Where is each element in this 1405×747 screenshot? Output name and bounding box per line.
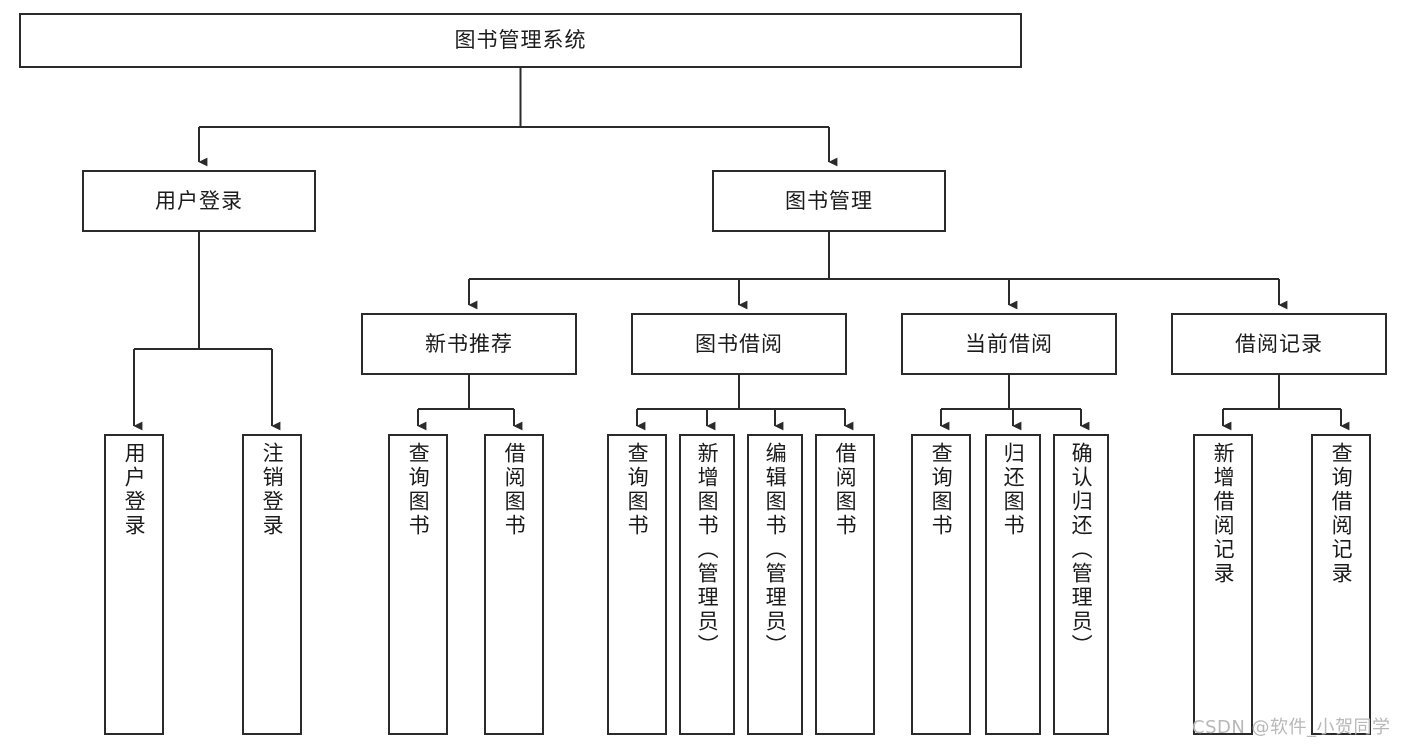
node-label: 新书推荐 xyxy=(425,331,513,356)
csdn-watermark: CSDN @软件_小贺同学 xyxy=(1192,717,1391,738)
node-borrow[interactable]: 图书借阅 xyxy=(631,313,847,375)
node-label: 借阅图书 xyxy=(502,442,527,538)
node-label: 新增借阅记录 xyxy=(1211,442,1236,586)
node-f-logout[interactable]: 注销登录 xyxy=(242,434,302,735)
node-login[interactable]: 用户登录 xyxy=(82,170,316,232)
node-label: 查询图书 xyxy=(929,442,954,538)
node-label: 新增图书（管理员） xyxy=(695,442,720,658)
node-f-bw-add[interactable]: 新增图书（管理员） xyxy=(679,434,735,735)
node-f-rc-add[interactable]: 新增借阅记录 xyxy=(1193,434,1253,735)
node-label: 图书管理系统 xyxy=(454,28,587,53)
node-label: 编辑图书（管理员） xyxy=(763,442,788,658)
node-f-nb-query[interactable]: 查询图书 xyxy=(388,434,448,735)
node-label: 确认归还（管理员） xyxy=(1069,442,1094,658)
node-label: 图书管理 xyxy=(785,188,873,213)
node-f-bw-query[interactable]: 查询图书 xyxy=(607,434,667,735)
node-f-cu-confirm[interactable]: 确认归还（管理员） xyxy=(1053,434,1109,735)
node-f-cu-query[interactable]: 查询图书 xyxy=(911,434,971,735)
node-label: 当前借阅 xyxy=(965,331,1053,356)
node-label: 图书借阅 xyxy=(695,331,783,356)
node-label: 用户登录 xyxy=(122,442,147,538)
node-label: 查询图书 xyxy=(625,442,650,538)
node-f-rc-query[interactable]: 查询借阅记录 xyxy=(1311,434,1371,735)
node-f-nb-borrow[interactable]: 借阅图书 xyxy=(484,434,544,735)
node-records[interactable]: 借阅记录 xyxy=(1171,313,1387,375)
node-label: 用户登录 xyxy=(155,188,243,213)
node-label: 查询借阅记录 xyxy=(1329,442,1354,586)
node-f-bw-edit[interactable]: 编辑图书（管理员） xyxy=(747,434,803,735)
node-label: 归还图书 xyxy=(1001,442,1026,538)
node-f-login[interactable]: 用户登录 xyxy=(104,434,164,735)
node-f-bw-borrow[interactable]: 借阅图书 xyxy=(815,434,875,735)
node-label: 查询图书 xyxy=(406,442,431,538)
node-current[interactable]: 当前借阅 xyxy=(901,313,1117,375)
node-label: 注销登录 xyxy=(260,442,285,538)
node-f-cu-return[interactable]: 归还图书 xyxy=(985,434,1041,735)
node-label: 借阅记录 xyxy=(1235,331,1323,356)
node-sys[interactable]: 图书管理系统 xyxy=(19,13,1022,68)
node-bookmgmt[interactable]: 图书管理 xyxy=(712,170,946,232)
node-newbook[interactable]: 新书推荐 xyxy=(361,313,577,375)
node-label: 借阅图书 xyxy=(833,442,858,538)
